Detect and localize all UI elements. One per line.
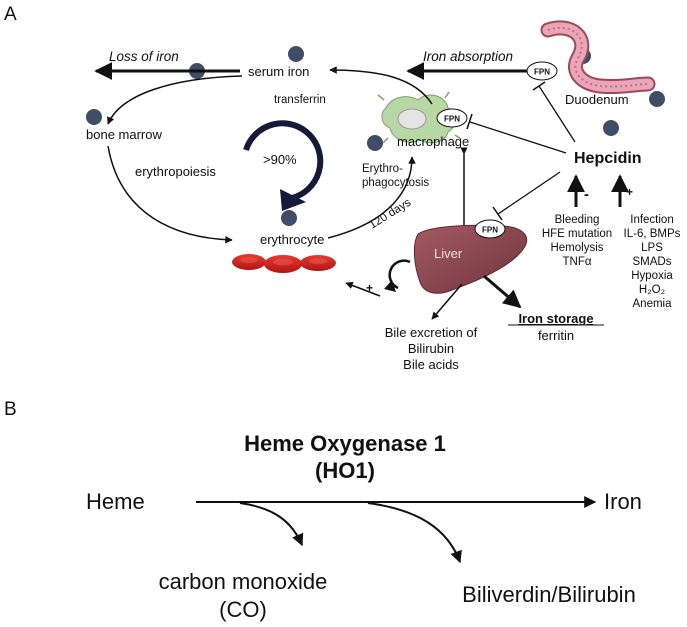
hepcidin-label: Hepcidin xyxy=(574,150,642,167)
senescence-arrow xyxy=(327,156,416,239)
iron-label: Iron xyxy=(604,489,642,514)
fpn-liver xyxy=(474,219,506,239)
up-regulator: Anemia xyxy=(633,298,673,310)
hepcidin-duodenum-inhibition xyxy=(538,85,576,143)
bile-label-1: Bile excretion of xyxy=(385,325,478,340)
up-regulator: SMADs xyxy=(633,256,672,268)
recycling-arrow xyxy=(243,120,324,201)
recycling-arrowhead xyxy=(280,189,306,211)
up-regulator: IL-6, BMPs xyxy=(624,228,681,240)
iron-dot xyxy=(367,135,383,151)
iron-absorption-label: Iron absorption xyxy=(423,49,513,64)
liver-to-storage-arrow xyxy=(483,274,522,309)
biliverdin-label: Biliverdin/Bilirubin xyxy=(462,582,636,607)
loss-of-iron-label: Loss of iron xyxy=(109,49,179,64)
serum-to-marrow-arrow xyxy=(107,75,243,125)
iron-dot xyxy=(86,109,102,125)
duodenum-label: Duodenum xyxy=(565,92,629,107)
serum-iron-label: serum iron xyxy=(248,64,309,79)
enzyme-title-2: (HO1) xyxy=(315,458,375,483)
plus-sign: + xyxy=(626,185,633,199)
fpn-duodenum-label: FPN xyxy=(534,68,550,77)
iron-dot xyxy=(649,91,665,107)
up-regulator-list: Infection IL-6, BMPs LPS SMADs Hypoxia H… xyxy=(624,214,681,310)
bile-feedback-loop xyxy=(388,259,411,290)
erythrocyte-cells xyxy=(232,254,336,273)
down-regulator: TNFα xyxy=(562,256,591,268)
co-label-1: carbon monoxide xyxy=(159,569,328,594)
macrophage-label: macrophage xyxy=(397,134,469,149)
panel-a-label: A xyxy=(4,4,17,25)
erythrophagocytosis-label-2: phagocytosis xyxy=(362,177,429,189)
bile-feedback-arrow xyxy=(345,281,381,297)
erythropoiesis-label: erythropoiesis xyxy=(135,164,216,179)
hepcidin-liver-inhibition xyxy=(497,171,561,215)
hepcidin-macrophage-inhibition xyxy=(469,121,567,154)
down-regulator: Bleeding xyxy=(555,214,600,226)
hepcidin-inhibitions xyxy=(466,81,576,221)
panel-b-label: B xyxy=(4,399,17,420)
bile-label-3: Bile acids xyxy=(403,357,459,372)
duodenum-organ xyxy=(540,20,656,95)
erythrophagocytosis-label-1: Erythro- xyxy=(362,163,403,175)
bone-marrow-label: bone marrow xyxy=(86,127,162,142)
co-branch-arrow xyxy=(239,502,304,547)
down-regulator-list: Bleeding HFE mutation Hemolysis TNFα xyxy=(542,214,612,268)
iron-dot xyxy=(288,46,304,62)
ferritin-label: ferritin xyxy=(538,328,574,343)
co-label-2: (CO) xyxy=(219,597,267,622)
fpn-liver-label: FPN xyxy=(482,226,498,235)
bile-plus-sign: + xyxy=(366,281,373,295)
up-regulator: LPS xyxy=(641,242,663,254)
down-regulator: Hemolysis xyxy=(550,242,603,254)
iron-storage-label: Iron storage xyxy=(518,311,593,326)
erythropoiesis-arrow xyxy=(107,145,233,244)
heme-label: Heme xyxy=(86,489,145,514)
bile-label-2: Bilirubin xyxy=(408,341,454,356)
enzyme-title-1: Heme Oxygenase 1 xyxy=(244,431,446,456)
fpn-macrophage xyxy=(436,108,468,128)
minus-sign: - xyxy=(584,186,589,203)
up-regulator: Hypoxia xyxy=(631,270,673,282)
iron-dot xyxy=(603,120,619,136)
erythrocyte-label: erythrocyte xyxy=(260,232,324,247)
macrophage-to-serum-arrow xyxy=(329,66,433,105)
up-regulator: H₂O₂ xyxy=(639,284,665,296)
liver-to-bile-arrow xyxy=(431,283,463,320)
iron-dot xyxy=(281,210,297,226)
percent-label: >90% xyxy=(263,152,297,167)
fpn-duodenum xyxy=(526,61,558,81)
liver-organ xyxy=(413,224,528,294)
days-label: 120 days xyxy=(367,197,413,232)
fpn-macrophage-label: FPN xyxy=(444,115,460,124)
biliverdin-branch-arrow xyxy=(367,502,462,564)
macrophage-cell xyxy=(377,91,462,144)
liver-label: Liver xyxy=(434,246,463,261)
transferrin-label: transferrin xyxy=(274,94,326,106)
up-regulator: Infection xyxy=(630,214,673,226)
down-regulator: HFE mutation xyxy=(542,228,612,240)
